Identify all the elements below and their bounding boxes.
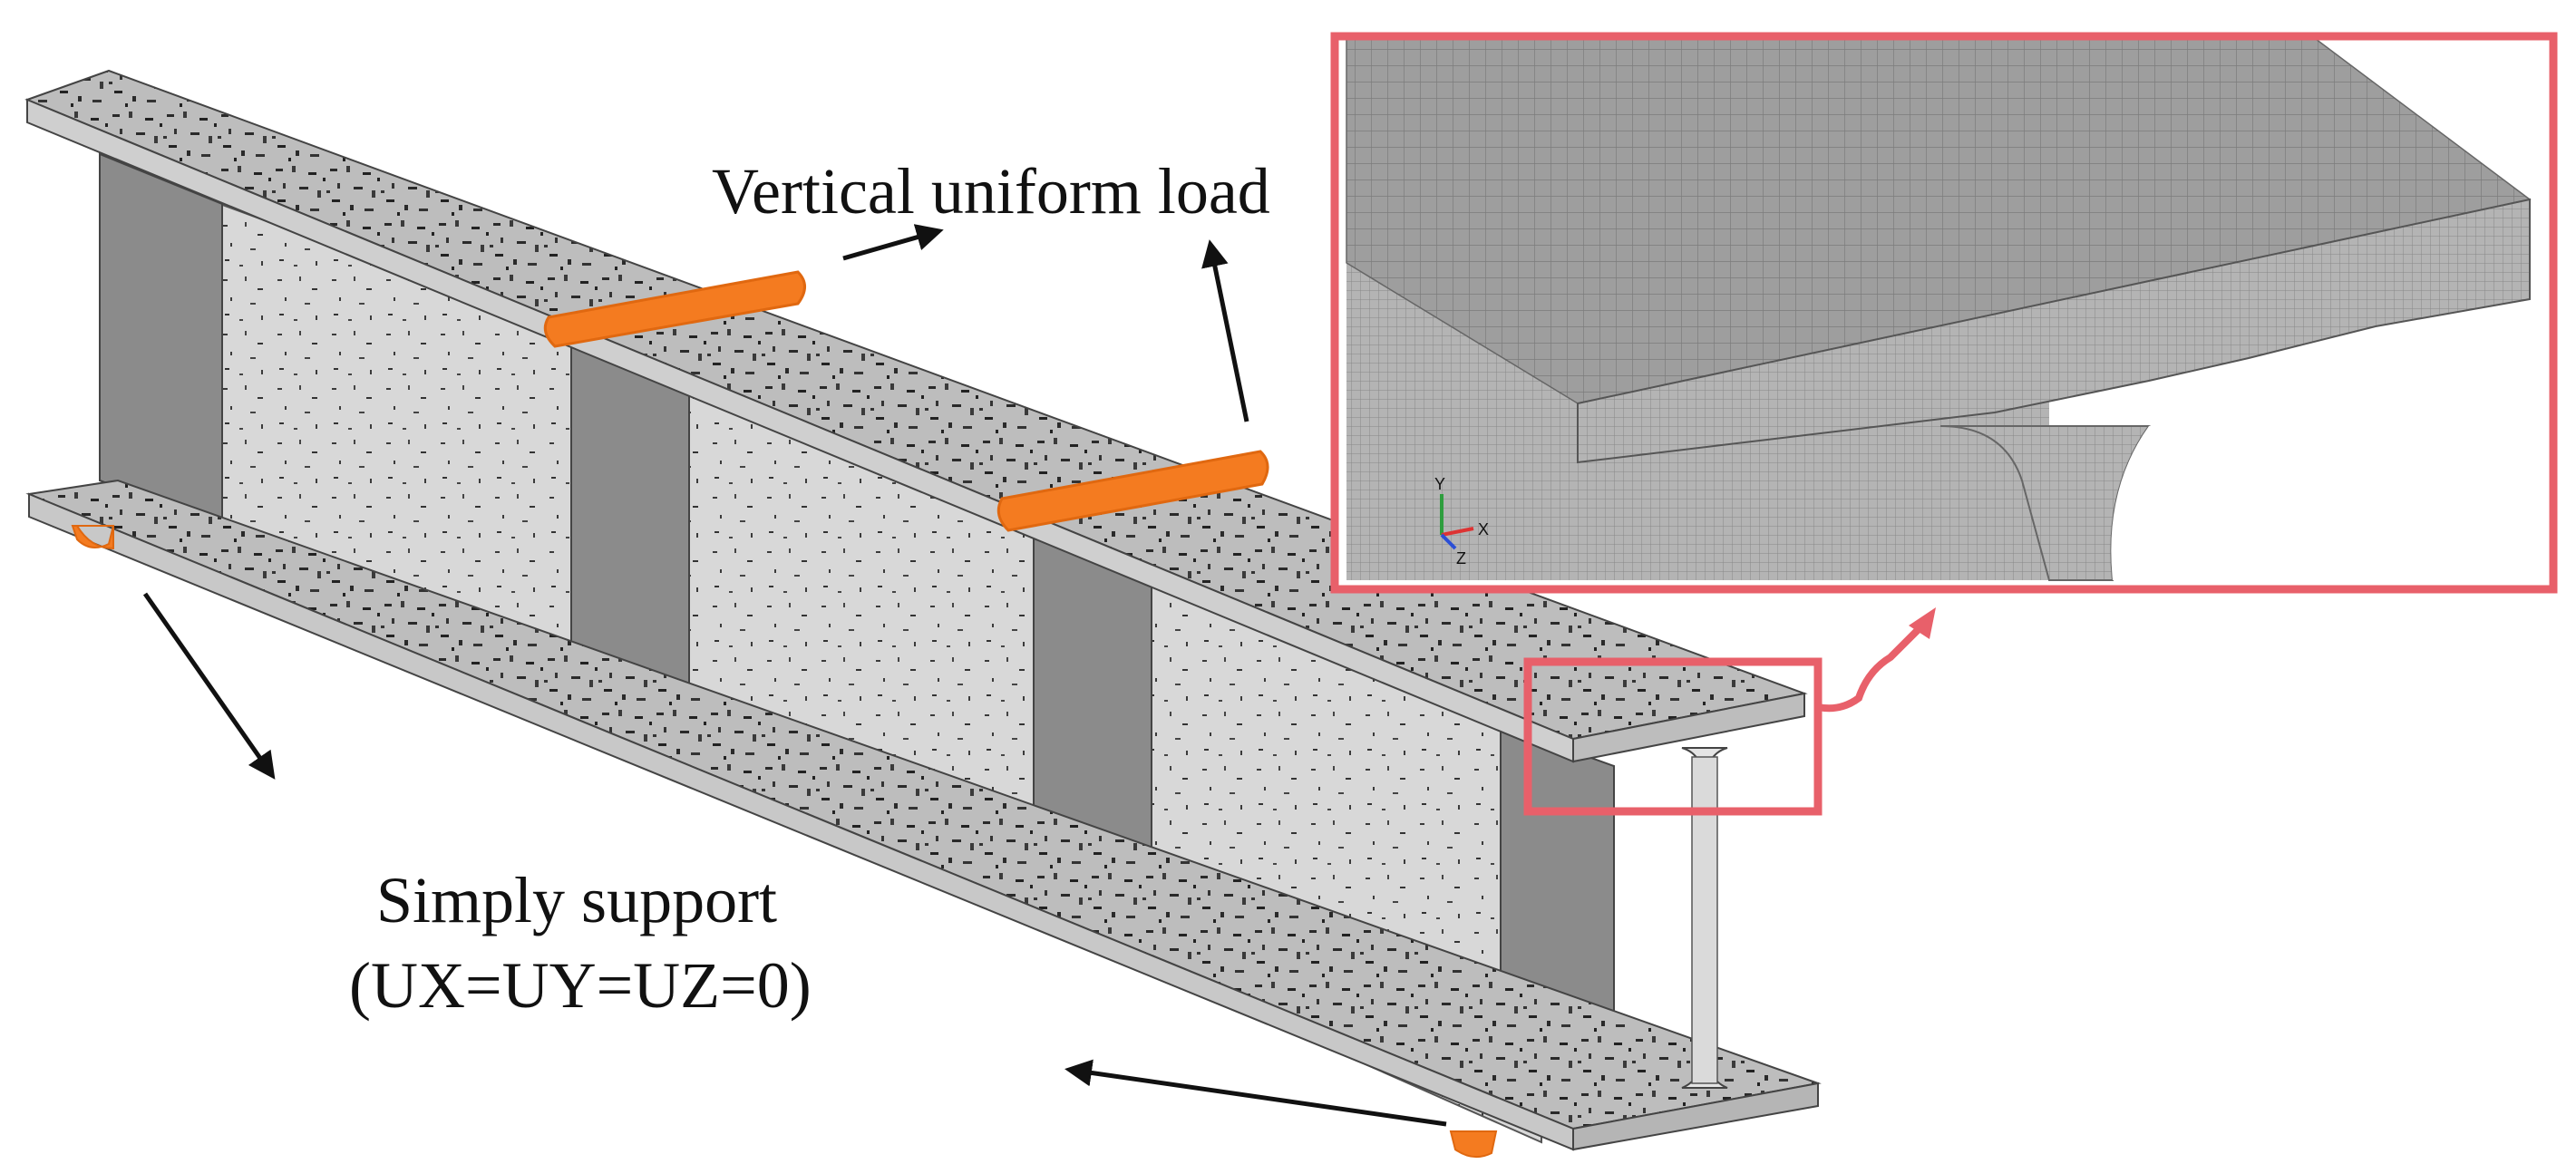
- i-beam: [24, 69, 1822, 1151]
- support-marker-2: [1449, 1130, 1498, 1159]
- triad-z-label: Z: [1456, 549, 1466, 567]
- support-label: Simply support: [376, 864, 778, 936]
- connector-arrowhead: [1909, 607, 1936, 639]
- triad-x-label: X: [1478, 520, 1489, 538]
- top-flange-end: [1572, 692, 1805, 763]
- arrow-support-1: [142, 592, 276, 780]
- triad-x-axis: [1441, 527, 1474, 537]
- inset-underside: [2111, 308, 2530, 580]
- bottom-flange-end: [1572, 1082, 1819, 1151]
- inset-frame: [1330, 32, 2558, 594]
- triad-y-label: Y: [1434, 475, 1445, 493]
- arrow-load-1: [842, 224, 944, 261]
- load-strip-1: [543, 270, 806, 348]
- inset-flange-edge: [1577, 198, 2531, 464]
- arrows: [142, 224, 1447, 1127]
- axis-triad: Y X Z: [1434, 475, 1489, 567]
- arrow-load-2: [1201, 239, 1249, 422]
- connector-curve: [1817, 623, 1925, 713]
- load-label: Vertical uniform load: [712, 155, 1270, 228]
- arrow-support-2: [1064, 1059, 1447, 1127]
- highlight-box-small: [1523, 657, 1823, 816]
- zoom-inset: Y X Z: [1330, 32, 2558, 594]
- support-marker-1: [71, 525, 115, 550]
- support-constraint-label: (UX=UY=UZ=0): [349, 949, 812, 1022]
- load-strip-2: [996, 450, 1269, 532]
- load-strips: [543, 270, 1269, 532]
- stiffener-1: [99, 152, 223, 528]
- supports: [71, 525, 1498, 1159]
- triad-z-axis: [1440, 533, 1457, 550]
- end-section-web-core: [1691, 756, 1718, 1084]
